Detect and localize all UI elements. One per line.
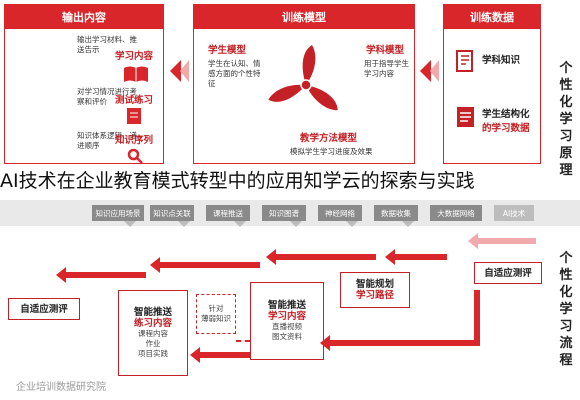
flow-step-title: 针对: [208, 304, 224, 313]
flow-step-detail: 项目实践: [138, 349, 168, 358]
flow-step-title: 自适应测评: [484, 267, 532, 279]
book-icon: [123, 65, 149, 83]
chevron-down-icon: [346, 221, 358, 227]
flow-arrow: [276, 254, 376, 260]
flow-step-detail: 图文资料: [272, 332, 302, 341]
flow-arrow: [474, 290, 480, 342]
chevron-down-icon: [402, 221, 414, 227]
caption: AI技术在企业教育模式转型中的应用知学云的探索与实践: [0, 170, 475, 192]
flow-step-title: 自适应测评: [20, 303, 68, 315]
tech-chip: 神经网络: [318, 205, 362, 221]
student-model-desc: 学生在认知、情感方面的个性特征: [208, 59, 261, 88]
data-item-sub: 的学习数据: [482, 123, 530, 134]
flow-step-box: 智能规划 学习路径: [340, 272, 410, 308]
flow-step-box: 自适应测评: [8, 298, 80, 320]
arrow-head: [266, 249, 276, 265]
watermark: 企业培训数据研究院: [16, 382, 106, 393]
test-paper-icon: [125, 107, 145, 125]
arrow-head: [150, 257, 160, 273]
flow-arrow: [476, 238, 536, 244]
flow-arrow: [160, 262, 260, 268]
chevron-down-icon: [178, 221, 190, 227]
chevron-left-icon: [170, 60, 181, 82]
learning-process-label: 个性化学习流程: [559, 251, 573, 368]
flow-step-subtitle: 薄弱知识: [201, 314, 231, 323]
search-icon: [127, 148, 143, 164]
training-model-panel: 训练模型 学生模型 学生在认知、情感方面的个性特征 学科模型 用于指导学生学习内…: [193, 4, 415, 164]
output-item-desc: 知识体系逻辑、递进顺序: [77, 131, 137, 150]
arrow-head: [190, 347, 200, 363]
output-item-desc: 对学习情况进行考察和评价: [77, 87, 137, 106]
arrow-head: [468, 233, 478, 249]
arrow-head: [56, 267, 66, 283]
training-data-panel: 训练数据 学科知识 学生结构化 的学习数据: [443, 4, 541, 164]
output-item-label: 学习内容: [115, 51, 154, 62]
panel-header: 训练模型: [194, 5, 414, 29]
output-item-label: 知识序列: [115, 135, 154, 146]
flow-step-detail: 课程内容: [138, 329, 168, 338]
tech-chip: 知识点关联: [150, 205, 194, 221]
flow-step-box: 自适应测评: [474, 262, 542, 284]
tech-chip: 知识应用场景: [92, 205, 144, 221]
panel-header: 训练数据: [444, 5, 540, 29]
output-item-desc: 输出学习材料、推送告示: [77, 35, 137, 54]
flow-arrow: [330, 340, 480, 346]
flow-arrow: [66, 272, 146, 278]
tech-chip: 大数据网络: [430, 205, 482, 221]
arrow-head: [320, 335, 330, 351]
flow-step-subtitle: 练习内容: [133, 318, 172, 329]
chevron-down-icon: [234, 221, 246, 227]
student-model-label: 学生模型: [208, 45, 247, 56]
data-item-label: 学科知识: [482, 55, 521, 66]
flow-arrow: [395, 254, 447, 260]
propeller-icon: [268, 41, 344, 123]
chevron-down-icon: [124, 221, 136, 227]
book-icon: [454, 49, 478, 73]
subject-model-label: 学科模型: [366, 45, 405, 56]
flow-step-box: 智能推送 学习内容 直播视频 图文资料: [250, 282, 324, 360]
output-item-label: 测试练习: [115, 95, 154, 106]
flow-step-subtitle: 学习内容: [267, 311, 306, 322]
flow-arrow: [200, 352, 250, 358]
tech-chip: 知识图谱: [262, 205, 306, 221]
document-icon: [454, 105, 478, 129]
chevron-left-icon: [430, 60, 439, 82]
chevron-down-icon: [290, 221, 302, 227]
flow-step-title: 智能推送: [133, 307, 172, 318]
panel-header: 输出内容: [5, 5, 163, 29]
chevron-left-icon: [180, 60, 189, 82]
data-item-label: 学生结构化: [482, 109, 530, 120]
flow-step-detail: 直播视频: [272, 322, 302, 331]
teaching-method-label: 教学方法模型: [300, 133, 358, 144]
chevron-left-icon: [420, 60, 431, 82]
subject-model-desc: 用于指导学生学习内容: [364, 59, 409, 78]
tech-chip: 数据收集: [374, 205, 418, 221]
flow-step-box: 针对 薄弱知识: [196, 294, 236, 334]
tech-chip: 课程推送: [206, 205, 250, 221]
flow-step-detail: 作业: [145, 339, 161, 348]
dash-arrow: [236, 340, 250, 342]
flow-step-box: 智能推送 练习内容 课程内容 作业 项目实践: [118, 290, 188, 376]
flow-step-subtitle: 学习路径: [355, 290, 394, 301]
teaching-method-desc: 模拟学生学习进度及效果: [290, 147, 373, 156]
tech-chip: AI技术: [494, 205, 534, 221]
output-content-panel: 输出内容 输出学习材料、推送告示 学习内容 对学习情况进行考察和评价 测试练习 …: [4, 4, 164, 164]
flow-step-title: 智能规划: [355, 279, 394, 290]
flow-step-title: 智能推送: [267, 300, 306, 311]
learning-principle-label: 个性化学习原理: [559, 61, 573, 178]
arrow-head: [385, 249, 395, 265]
